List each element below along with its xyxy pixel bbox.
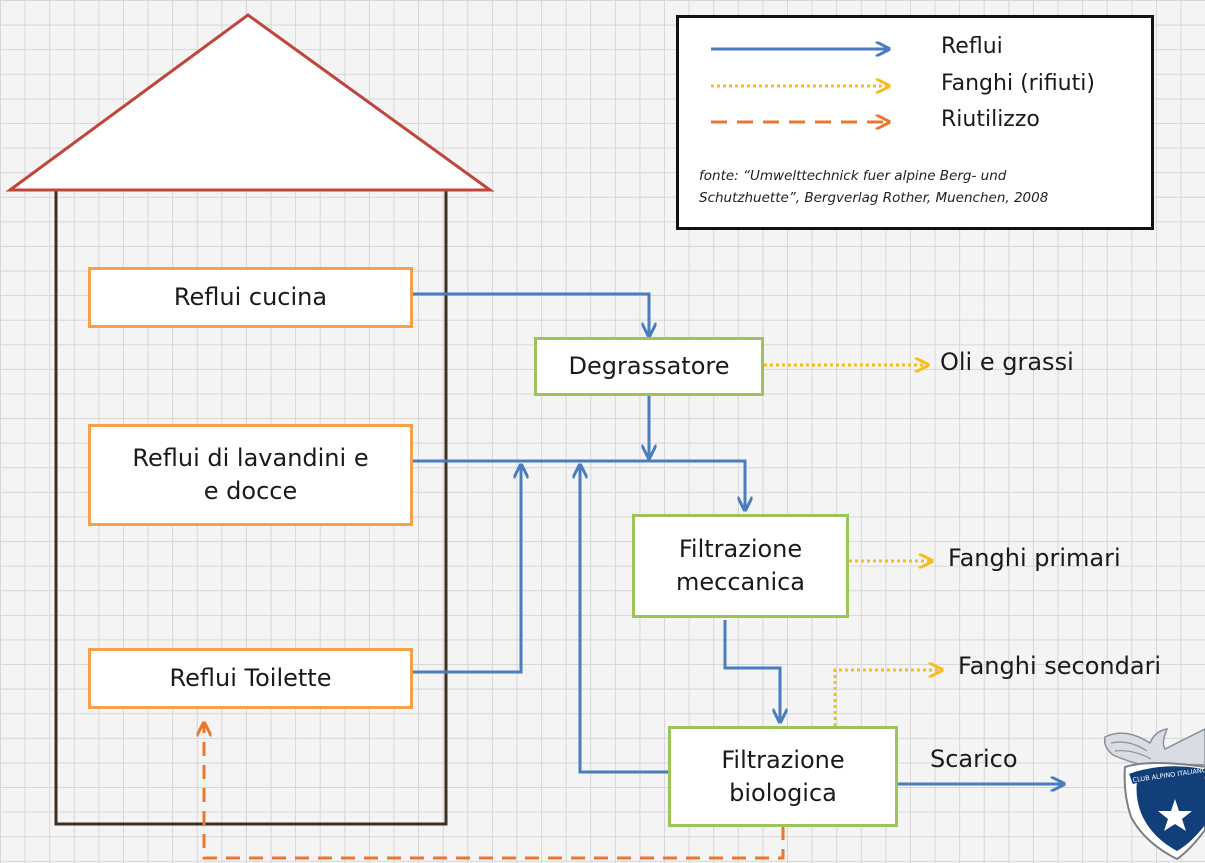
label-fanghi-secondari: Fanghi secondari	[958, 652, 1162, 680]
flow-toilette-to-junction	[412, 465, 521, 674]
box-reflui-lavandini-line2: e docce	[203, 477, 298, 505]
box-degrassatore: Degrassatore	[534, 337, 764, 396]
legend-swatches	[711, 18, 1151, 227]
box-filtrazione-meccanica-line1: Filtrazione	[678, 535, 803, 563]
flow-cucina-to-degrassatore	[412, 292, 649, 336]
legend-label-fanghi: Fanghi (rifiuti)	[941, 71, 1095, 96]
box-reflui-toilette-label: Reflui Toilette	[169, 664, 332, 692]
source-line-2: Schutzhuette”, Bergverlag Rother, Muench…	[699, 190, 1049, 206]
box-filtrazione-biologica: Filtrazione biologica	[668, 726, 898, 827]
box-filtrazione-biologica-line2: biologica	[729, 778, 837, 807]
box-degrassatore-label: Degrassatore	[568, 352, 730, 380]
house-roof	[5, 13, 495, 192]
label-scarico: Scarico	[930, 745, 1018, 773]
box-filtrazione-meccanica: Filtrazione meccanica	[632, 514, 849, 618]
label-oli-grassi: Oli e grassi	[940, 348, 1074, 376]
box-reflui-cucina: Reflui cucina	[88, 267, 413, 328]
flow-meccanica-to-biologica	[723, 620, 780, 722]
legend-label-riutilizzo: Riutilizzo	[941, 107, 1040, 132]
source-line-1: fonte: “Umwelttechnick fuer alpine Berg-…	[699, 168, 1007, 184]
box-reflui-toilette: Reflui Toilette	[88, 648, 413, 709]
legend-box: Reflui Fanghi (rifiuti) Riutilizzo fonte…	[676, 15, 1154, 230]
flow-lavandini-to-meccanica	[412, 459, 745, 510]
reuse-flow	[204, 723, 785, 860]
box-filtrazione-meccanica-line2: meccanica	[675, 568, 806, 596]
cai-eagle-logo: CLUB ALPINO ITALIANO	[1103, 728, 1205, 861]
label-fanghi-primari: Fanghi primari	[948, 544, 1121, 572]
box-reflui-cucina-label: Reflui cucina	[173, 283, 328, 311]
box-filtrazione-biologica-line1: Filtrazione	[721, 745, 845, 774]
legend-source-note: fonte: “Umwelttechnick fuer alpine Berg-…	[699, 165, 1139, 209]
box-reflui-lavandini-line1: Reflui di lavandini e	[132, 444, 369, 472]
flow-biologica-recirculation	[580, 465, 668, 774]
box-reflui-lavandini: Reflui di lavandini e e docce	[88, 424, 413, 526]
sludge-fanghi-secondari	[833, 670, 942, 726]
legend-label-reflui: Reflui	[941, 34, 1003, 59]
